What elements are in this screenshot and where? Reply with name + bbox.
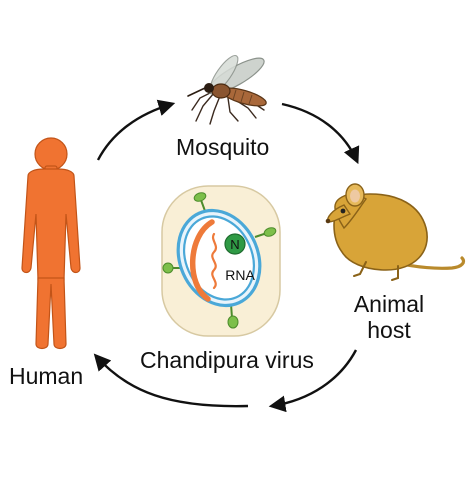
arrow-human-to-mosquito	[96, 99, 176, 161]
virus-particle-icon: N RNA	[161, 185, 281, 337]
human-label: Human	[9, 363, 84, 389]
human-figure-icon	[21, 137, 81, 350]
n-protein-label: N	[230, 237, 239, 252]
arrow-mosquito-to-animal	[281, 102, 360, 165]
rat-icon	[325, 183, 466, 281]
virus-label: Chandipura virus	[140, 347, 314, 373]
arrow-animal-to-virus	[268, 349, 358, 413]
arrow-virus-to-human	[93, 353, 249, 408]
mosquito-label: Mosquito	[176, 134, 270, 160]
mosquito-icon	[187, 54, 267, 125]
animal-host-label: Animal host	[353, 291, 425, 344]
rna-label: RNA	[225, 267, 255, 283]
